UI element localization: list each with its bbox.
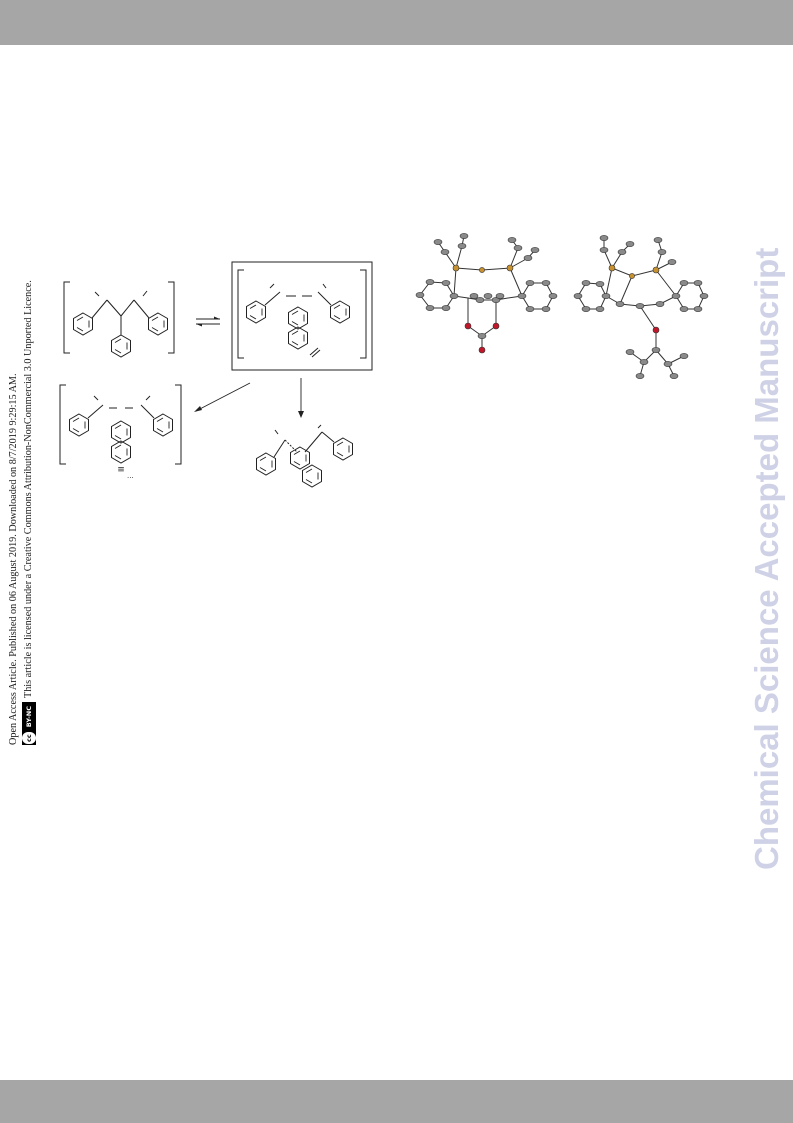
structure-product-4 [256,424,353,488]
crystal-structure-1 [415,233,558,354]
structure-complex-1 [63,281,175,358]
crystal-structure-2 [573,235,709,379]
label-triple: ≡ [117,465,125,475]
header-bar [0,0,793,45]
structure-complex-3: ≡ ··· [59,384,182,482]
reaction-arrows [194,378,304,418]
atoms-structure-2 [573,235,709,379]
equilibrium-arrow [196,316,220,327]
footer-bar [0,1080,793,1123]
atoms-structure-1 [415,233,558,354]
label-ellipsis: ··· [127,474,134,482]
structure-intermediate-boxed [231,261,373,371]
